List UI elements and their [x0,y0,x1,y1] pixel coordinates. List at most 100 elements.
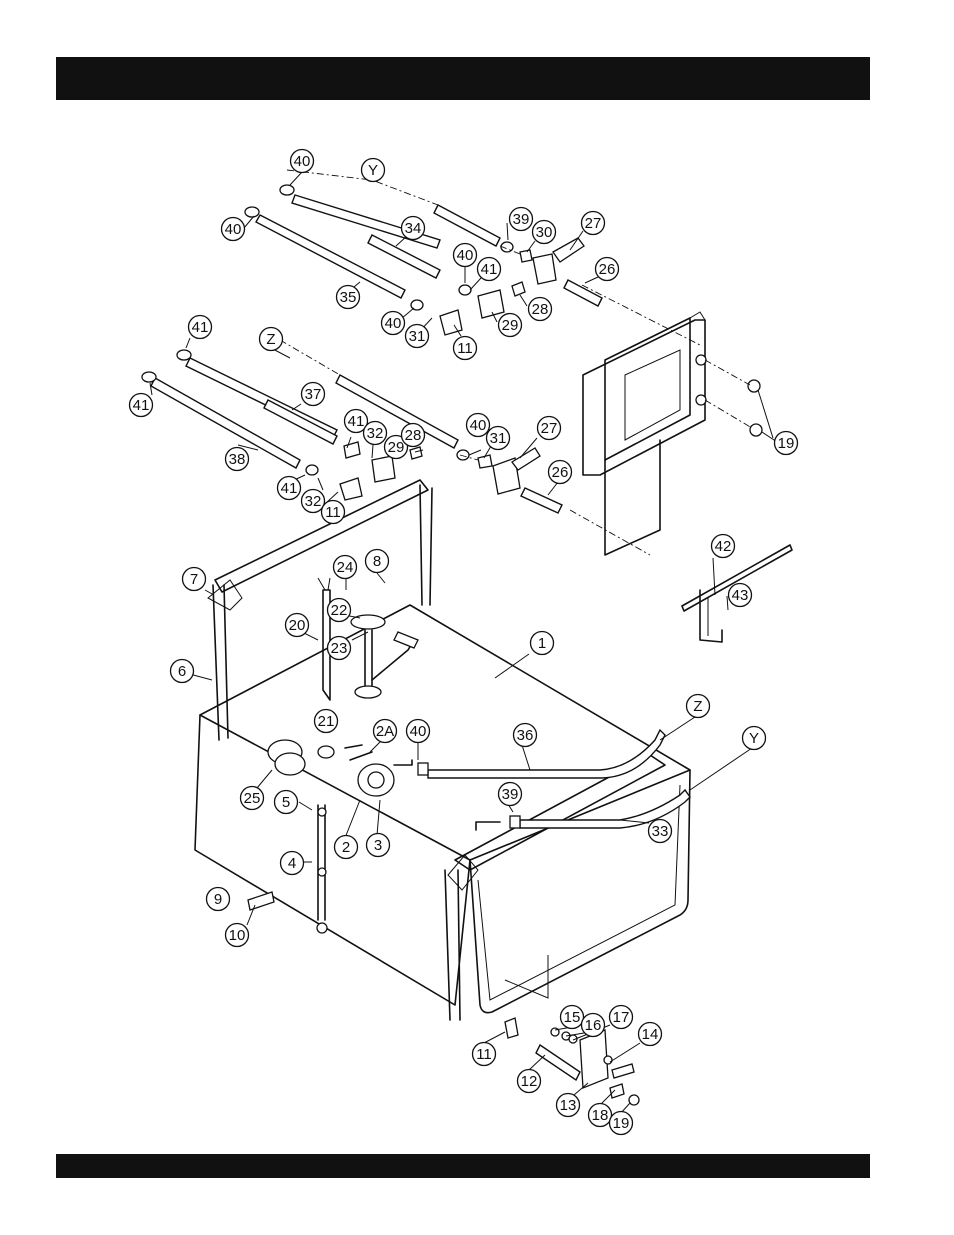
callout-label: 40 [457,247,474,264]
callout-3: 3 [367,834,390,857]
callout-41: 41 [130,394,153,417]
callout-38: 38 [226,448,249,471]
callout-label: 26 [599,261,616,278]
callout-label: 29 [388,439,405,456]
callout-label: 30 [536,224,553,241]
callout-31: 31 [487,427,510,450]
tank-strap-left [208,480,432,740]
callout-label: 10 [229,927,246,944]
callout-32: 32 [364,422,387,445]
callout-40: 40 [382,312,405,335]
filler-assembly [268,740,412,796]
callout-19: 19 [775,432,798,455]
callout-label: Z [266,331,275,348]
callout-label: 22 [331,602,348,619]
callout-label: 11 [325,504,341,521]
callout-26: 26 [549,461,572,484]
callout-label: 42 [715,538,732,555]
callout-11: 11 [473,1043,496,1066]
callout-25: 25 [241,787,264,810]
callout-2a: 2A [374,720,397,743]
callout-37: 37 [302,383,325,406]
valve-mount-plate [583,312,762,555]
callout-z: Z [260,328,283,351]
callout-10: 10 [226,924,249,947]
callout-label: 36 [517,727,534,744]
callout-label: 40 [410,723,427,740]
callout-label: 11 [457,340,473,357]
callout-z: Z [687,695,710,718]
callout-label: 40 [225,221,242,238]
callout-label: 4 [288,855,296,872]
callout-40: 40 [291,150,314,173]
callout-41: 41 [189,316,212,339]
callout-label: 9 [214,891,222,908]
callout-label: 33 [652,823,669,840]
callout-label: 13 [560,1097,577,1114]
callout-30: 30 [533,221,556,244]
callout-41: 41 [478,258,501,281]
callout-label: 39 [513,211,530,228]
callout-label: 12 [521,1073,538,1090]
callout-label: 41 [281,480,298,497]
callout-label: 16 [585,1017,602,1034]
callout-2: 2 [335,836,358,859]
fuel-lines-z-y [418,730,690,830]
callout-40: 40 [407,720,430,743]
leader-lines [150,172,777,1114]
callout-21: 21 [315,710,338,733]
callout-39: 39 [499,783,522,806]
callout-7: 7 [183,568,206,591]
callout-39: 39 [510,208,533,231]
callout-label: Z [693,698,702,715]
callout-label: 31 [490,430,507,447]
callout-label: 21 [318,713,335,730]
callout-label: 20 [289,617,306,634]
callout-16: 16 [582,1014,605,1037]
callout-19: 19 [610,1112,633,1135]
callout-32: 32 [302,490,325,513]
callout-label: 27 [541,420,558,437]
callout-label: Y [749,730,759,747]
callout-label: 11 [476,1046,492,1063]
callout-28: 28 [529,298,552,321]
callout-17: 17 [610,1006,633,1029]
callout-label: 14 [642,1026,659,1043]
callout-label: 28 [532,301,549,318]
callout-label: 18 [592,1107,609,1124]
callout-18: 18 [589,1104,612,1127]
callout-label: 19 [613,1115,630,1132]
callout-label: 34 [405,220,422,237]
callout-label: 40 [385,315,402,332]
callout-y: Y [743,727,766,750]
callout-12: 12 [518,1070,541,1093]
callout-31: 31 [406,325,429,348]
callout-9: 9 [207,888,230,911]
callout-label: 41 [192,319,209,336]
callout-label: 29 [502,317,519,334]
callout-27: 27 [582,212,605,235]
callout-14: 14 [639,1023,662,1046]
callout-22: 22 [328,599,351,622]
callout-label: 41 [348,413,365,430]
callout-1: 1 [531,632,554,655]
callout-24: 24 [334,556,357,579]
callout-5: 5 [275,791,298,814]
callout-40: 40 [222,218,245,241]
callout-label: 2A [376,723,394,740]
callout-label: 8 [373,553,381,570]
callout-40: 40 [454,244,477,267]
callout-label: 24 [337,559,354,576]
callout-33: 33 [649,820,672,843]
callout-label: 7 [190,571,198,588]
callout-label: 1 [538,635,546,652]
callout-label: 37 [305,386,322,403]
callout-label: 27 [585,215,602,232]
drain-and-misc [212,805,327,933]
callout-label: 28 [405,427,422,444]
callout-42: 42 [712,535,735,558]
callout-13: 13 [557,1094,580,1117]
callout-label: 40 [294,153,311,170]
